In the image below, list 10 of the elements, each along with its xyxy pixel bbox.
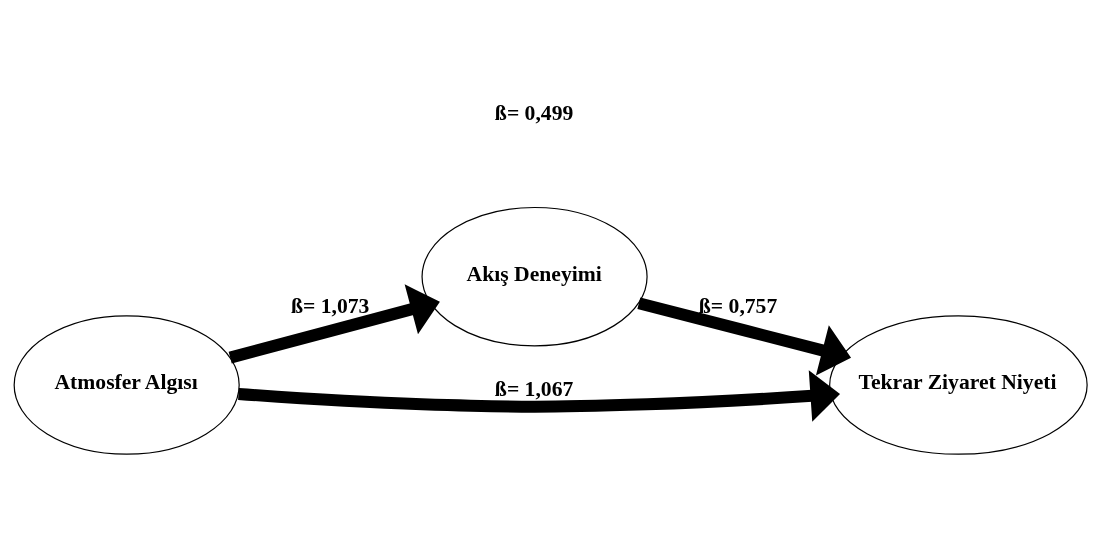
label: ß= 0,499 bbox=[494, 100, 574, 125]
edge-label: ß= 0,757 bbox=[698, 294, 778, 319]
arrow bbox=[238, 370, 841, 422]
edge-label: ß= 1,073 bbox=[290, 294, 370, 319]
arrow bbox=[637, 297, 852, 376]
edge-label: ß= 1,067 bbox=[494, 377, 574, 402]
node-ellipse: Atmosfer Algısı bbox=[13, 315, 240, 455]
arrow bbox=[228, 284, 440, 364]
node-ellipse: Tekrar Ziyaret Niyeti bbox=[829, 315, 1088, 455]
node-ellipse: Akış Deneyimi bbox=[421, 206, 648, 347]
